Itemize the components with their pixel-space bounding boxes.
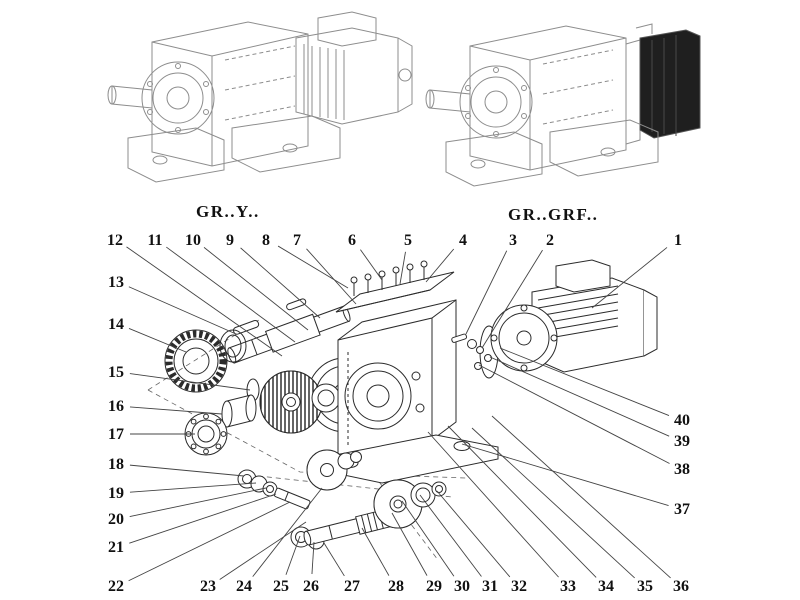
callout-number-1: 1 xyxy=(674,232,682,249)
callout-number-14: 14 xyxy=(108,316,124,333)
leader-line-2 xyxy=(481,249,543,349)
exploded-view xyxy=(147,259,658,561)
callout-number-7: 7 xyxy=(293,232,301,249)
leader-line-19 xyxy=(129,482,257,493)
callout-number-37: 37 xyxy=(674,501,690,518)
leader-line-26 xyxy=(311,541,315,575)
callout-number-40: 40 xyxy=(674,412,690,429)
leader-line-36 xyxy=(491,415,671,579)
callout-number-5: 5 xyxy=(404,232,412,249)
callout-number-6: 6 xyxy=(348,232,356,249)
leader-line-39 xyxy=(489,356,670,437)
leader-line-20 xyxy=(129,487,267,518)
leader-line-28 xyxy=(361,527,390,576)
model-label-gr-grf: GR..GRF.. xyxy=(508,205,599,224)
leader-line-9 xyxy=(240,247,321,319)
callout-number-36: 36 xyxy=(673,578,689,595)
leader-line-38 xyxy=(478,364,670,464)
callout-number-24: 24 xyxy=(236,578,252,595)
callout-number-26: 26 xyxy=(303,578,319,595)
model-label-gr-y: GR..Y.. xyxy=(196,202,260,221)
leader-line-29 xyxy=(391,512,428,576)
leader-line-1 xyxy=(591,247,668,309)
callout-number-20: 20 xyxy=(108,511,124,528)
gearmotor-overview-gr-grf xyxy=(425,23,701,187)
leader-line-7 xyxy=(306,248,357,305)
leader-line-11 xyxy=(166,246,296,343)
toothed-ring xyxy=(164,329,228,393)
callout-number-12: 12 xyxy=(107,232,123,249)
leader-line-18 xyxy=(129,464,245,477)
cover-bolts xyxy=(350,260,428,296)
callout-number-33: 33 xyxy=(560,578,576,595)
leader-line-33 xyxy=(427,431,559,578)
leader-line-30 xyxy=(401,500,455,577)
input-shaft-assembly xyxy=(227,298,351,364)
leader-line-6 xyxy=(360,249,383,281)
callout-number-3: 3 xyxy=(509,232,517,249)
leader-line-13 xyxy=(128,286,237,335)
leader-line-24 xyxy=(252,487,323,577)
leader-line-15 xyxy=(129,373,251,391)
callout-number-27: 27 xyxy=(344,578,360,595)
callout-number-35: 35 xyxy=(637,578,653,595)
callout-number-19: 19 xyxy=(108,485,124,502)
callout-number-13: 13 xyxy=(108,274,124,291)
callout-number-38: 38 xyxy=(674,461,690,478)
leader-line-31 xyxy=(419,494,482,577)
callout-number-8: 8 xyxy=(262,232,270,249)
callout-number-2: 2 xyxy=(546,232,554,249)
callout-number-15: 15 xyxy=(108,364,124,381)
leader-line-27 xyxy=(323,542,345,577)
callout-number-28: 28 xyxy=(388,578,404,595)
callout-number-10: 10 xyxy=(185,232,201,249)
leader-line-3 xyxy=(465,250,508,335)
leader-line-12 xyxy=(126,246,283,357)
callout-number-11: 11 xyxy=(147,232,162,249)
callout-number-25: 25 xyxy=(273,578,289,595)
leader-line-4 xyxy=(425,248,455,283)
gear-housing xyxy=(337,299,457,461)
callout-number-32: 32 xyxy=(511,578,527,595)
callout-number-9: 9 xyxy=(226,232,234,249)
leader-line-37 xyxy=(461,443,669,507)
leader-line-22 xyxy=(128,501,291,582)
callout-number-31: 31 xyxy=(482,578,498,595)
callout-number-23: 23 xyxy=(200,578,216,595)
leader-line-25 xyxy=(285,535,301,575)
leader-line-32 xyxy=(436,490,511,578)
leader-line-21 xyxy=(129,493,277,544)
leader-line-23 xyxy=(219,521,307,580)
callout-number-30: 30 xyxy=(454,578,470,595)
ball-bearing-mid xyxy=(311,383,341,413)
gearmotor-overview-gr-y xyxy=(107,11,413,183)
leader-line-16 xyxy=(129,406,223,415)
ball-bearing-large xyxy=(184,412,228,456)
leader-line-8 xyxy=(277,245,349,289)
spacer-sleeve xyxy=(221,394,257,428)
seal-ring xyxy=(219,329,247,363)
callout-number-18: 18 xyxy=(108,456,124,473)
leader-line-14 xyxy=(128,328,187,353)
leader-line-35 xyxy=(471,427,635,579)
callout-number-39: 39 xyxy=(674,433,690,450)
callout-number-4: 4 xyxy=(459,232,467,249)
callout-number-17: 17 xyxy=(108,426,124,443)
callout-number-21: 21 xyxy=(108,539,124,556)
callout-number-16: 16 xyxy=(108,398,124,415)
helical-gear-large xyxy=(259,370,323,434)
output-gear-cluster xyxy=(237,449,447,550)
motor xyxy=(490,259,658,373)
leader-line-34 xyxy=(447,425,597,578)
leader-line-10 xyxy=(203,247,309,331)
callout-number-29: 29 xyxy=(426,578,442,595)
leader-line-40 xyxy=(499,347,670,417)
leader-line-5 xyxy=(399,251,406,285)
callout-number-34: 34 xyxy=(598,578,614,595)
callout-number-22: 22 xyxy=(108,578,124,595)
